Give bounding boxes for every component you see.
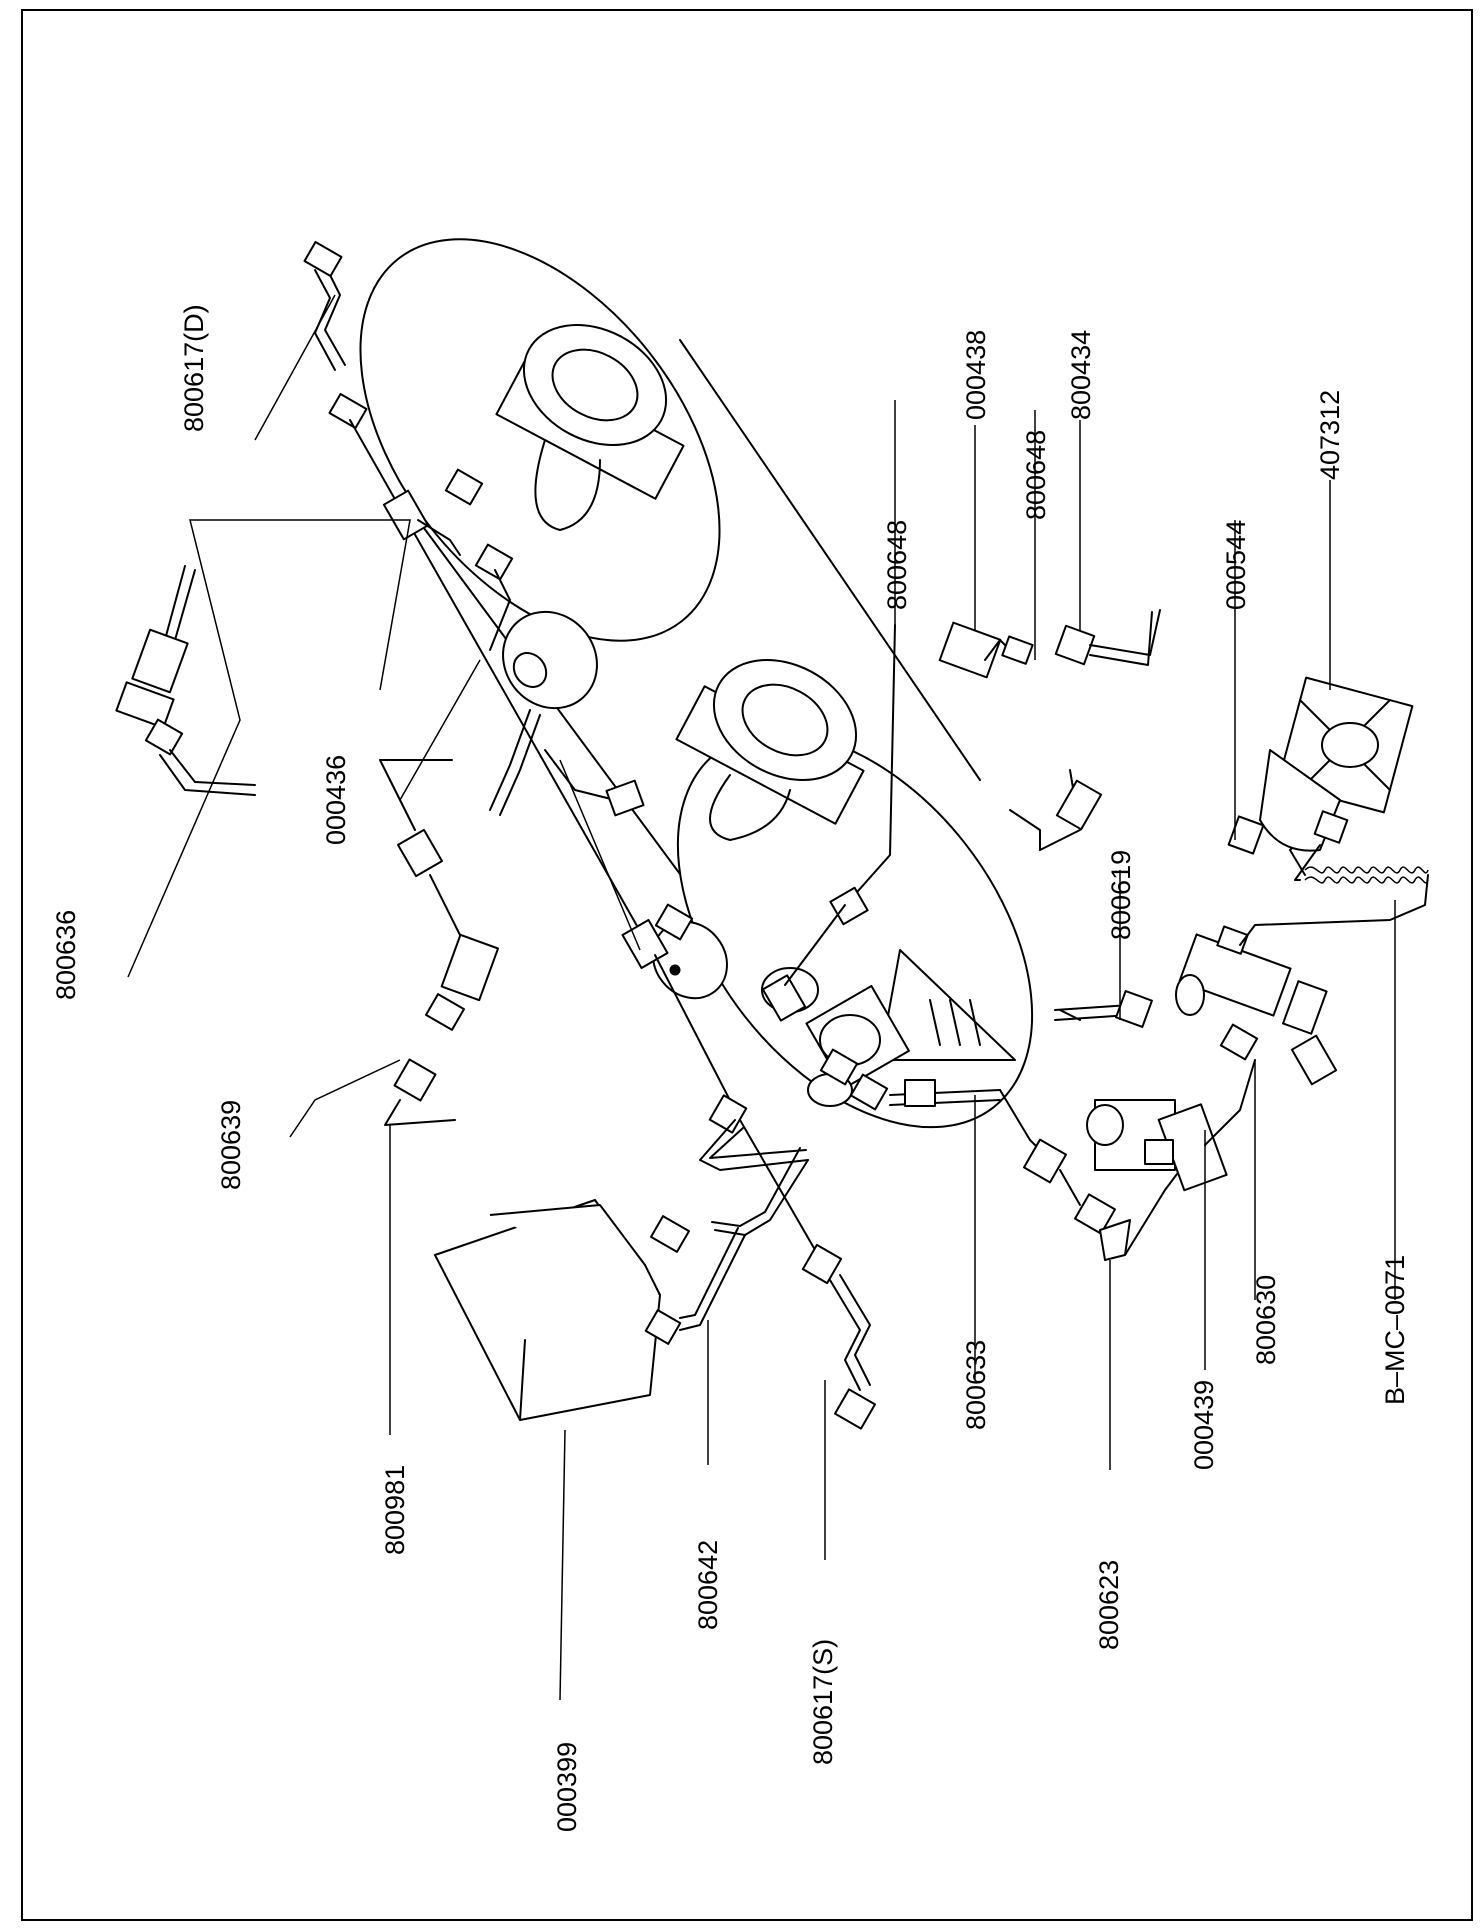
label-800617d: 800617(D) [179, 304, 209, 432]
label-b-mc-0071: B–MC–0071 [1380, 1255, 1410, 1405]
top-flange [495, 324, 685, 531]
upper-right-fittings [938, 609, 1161, 1021]
label-000399: 000399 [552, 1742, 582, 1832]
reservoir-box [434, 1199, 746, 1421]
part-labels: 800617(D) 800636 000436 800639 800981 00… [51, 304, 1410, 1832]
solenoid-valve [1086, 1059, 1256, 1192]
drawing-frame [21, 9, 1473, 1921]
valve-800630 [1054, 925, 1338, 1086]
label-800434: 800434 [1066, 330, 1096, 420]
label-000544: 000544 [1221, 520, 1251, 610]
label-000439: 000439 [1189, 1380, 1219, 1470]
label-800642: 800642 [693, 1540, 723, 1630]
leader-lines [127, 294, 1396, 1701]
spring [1239, 839, 1429, 946]
label-800648b: 800648 [1021, 430, 1051, 520]
label-800633: 800633 [961, 1340, 991, 1430]
label-000438: 000438 [961, 330, 991, 420]
label-800623: 800623 [1094, 1560, 1124, 1650]
label-800636: 800636 [51, 910, 81, 1000]
label-800981: 800981 [380, 1465, 410, 1555]
label-000436: 000436 [321, 755, 351, 845]
label-407312: 407312 [1315, 390, 1345, 480]
label-800619: 800619 [1106, 850, 1136, 940]
middle-flange [675, 659, 865, 841]
label-800648a: 800648 [882, 520, 912, 610]
boiler-tank [359, 238, 1034, 1129]
label-800639: 800639 [216, 1100, 246, 1190]
label-800617s: 800617(S) [808, 1639, 838, 1765]
piping [115, 240, 1429, 1430]
label-800630: 800630 [1251, 1275, 1281, 1365]
pressure-gauge [1227, 676, 1414, 881]
